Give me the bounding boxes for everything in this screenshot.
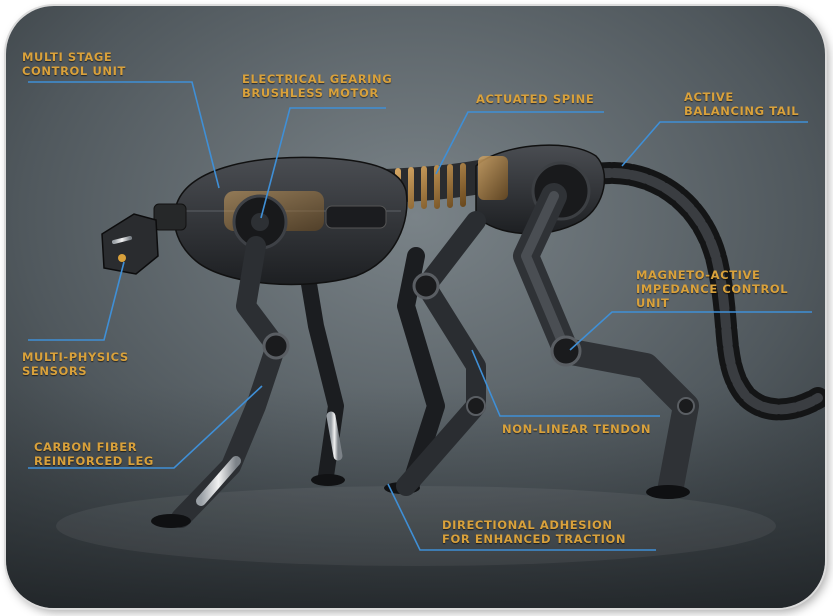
front-torso [174,157,406,284]
label-spine-line1: Actuated spine [476,92,594,106]
label-tail: Active balancing tail [684,90,799,118]
label-adhesion: Directional adhesion for enhanced tracti… [442,518,626,546]
label-motor: Electrical gearing brushless motor [242,72,392,100]
label-leg-line1: Carbon fiber [34,440,154,454]
label-tail-line1: Active [684,90,799,104]
label-adhesion-line2: for enhanced traction [442,532,626,546]
label-tendon-line1: Non-linear tendon [502,422,651,436]
diagram-frame: Multi stage control unit Electrical gear… [6,6,825,608]
label-impedance-line2: impedance control [636,282,788,296]
label-motor-line2: brushless motor [242,86,392,100]
label-sensors: Multi-physics sensors [22,350,129,378]
label-sensors-line1: Multi-physics [22,350,129,364]
label-tendon: Non-linear tendon [502,422,651,436]
label-impedance-line3: unit [636,296,788,310]
label-adhesion-line1: Directional adhesion [442,518,626,532]
label-sensors-line2: sensors [22,364,129,378]
label-control-unit-line2: control unit [22,64,126,78]
label-leg-line2: reinforced leg [34,454,154,468]
label-impedance: Magneto-active impedance control unit [636,268,788,310]
label-control-unit: Multi stage control unit [22,50,126,78]
label-spine: Actuated spine [476,92,594,106]
label-control-unit-line1: Multi stage [22,50,126,64]
label-motor-line1: Electrical gearing [242,72,392,86]
label-leg: Carbon fiber reinforced leg [34,440,154,468]
label-impedance-line1: Magneto-active [636,268,788,282]
label-tail-line2: balancing tail [684,104,799,118]
